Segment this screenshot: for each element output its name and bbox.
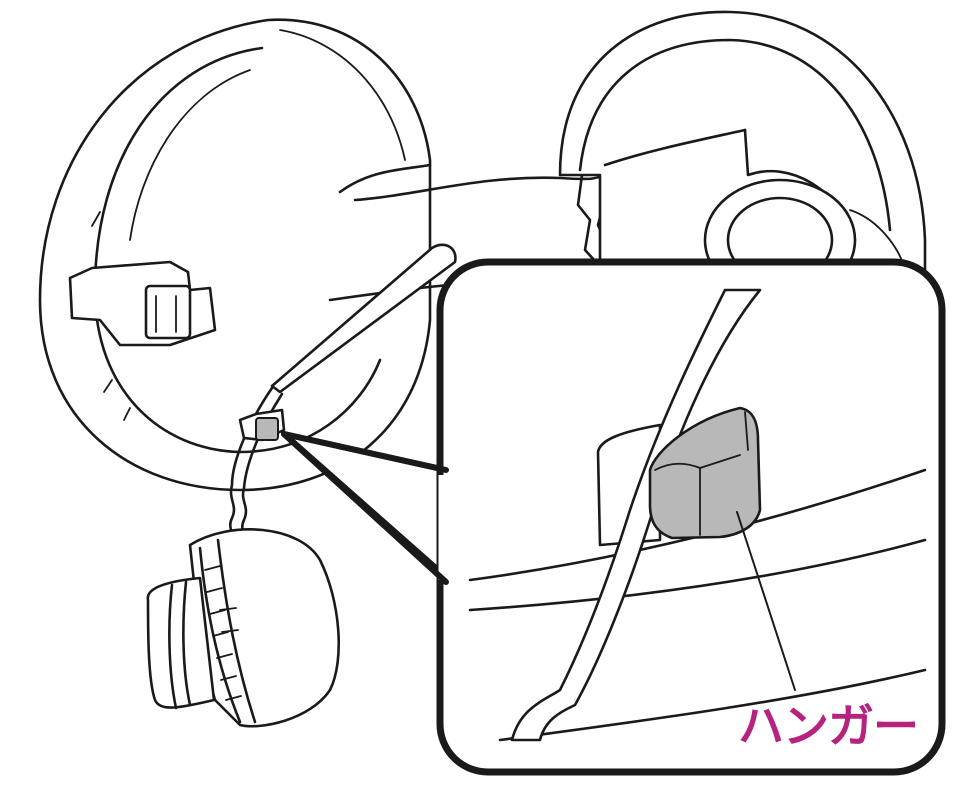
callout-leader	[736, 511, 796, 691]
filler-housing	[558, 10, 927, 302]
hanger-large	[648, 406, 762, 540]
hanger-label: ハンガー	[738, 699, 919, 753]
detail-zoom-frame	[281, 258, 946, 776]
fuel-cap	[146, 528, 340, 728]
hanger-clip-small	[238, 408, 286, 442]
fuel-filler-door	[38, 18, 612, 492]
hanger-clip	[255, 417, 279, 441]
